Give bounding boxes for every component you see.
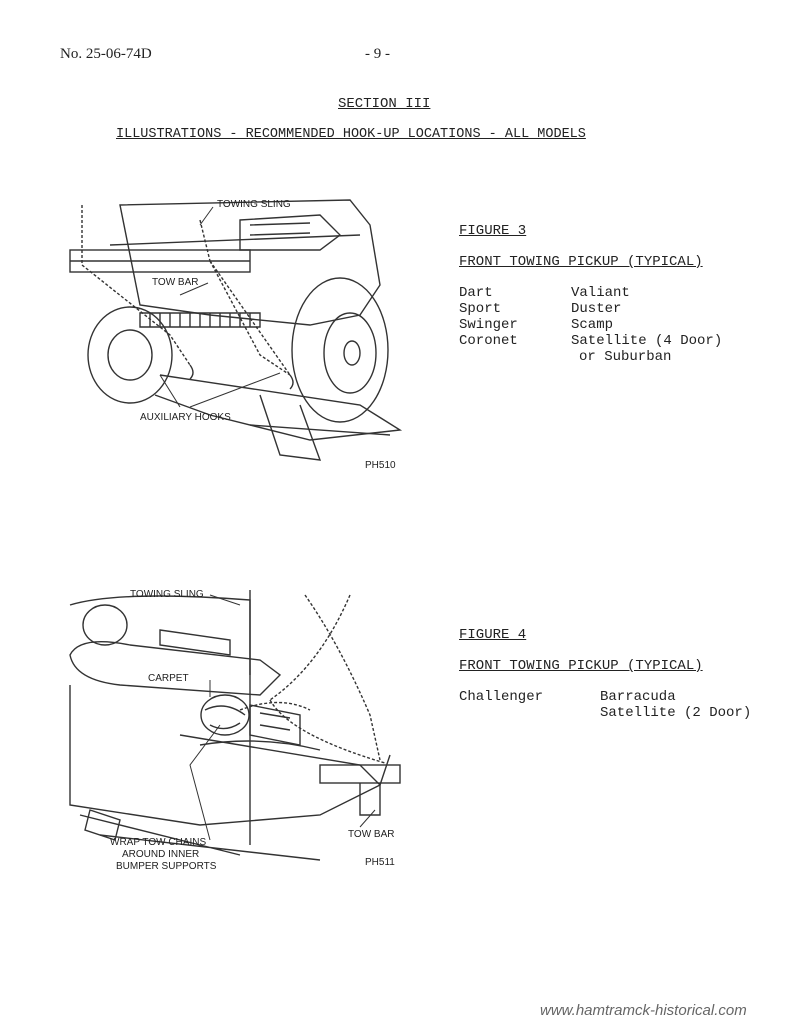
figure-4-heading: FIGURE 4 [459, 627, 527, 643]
fig3-model-right-2: Duster [571, 301, 622, 317]
fig3-model-left-4: Coronet [459, 333, 518, 349]
fig3-model-left-1: Dart [459, 285, 493, 301]
fig3-model-right-1: Valiant [571, 285, 630, 301]
figure-3-illustration: TOWING SLING TOW BAR AUXILIARY HOOKS PH5… [60, 195, 420, 485]
fig4-model-right-2: Satellite (2 Door) [600, 705, 752, 721]
fig3-model-right-3: Scamp [571, 317, 614, 333]
figure-3-drawing [69, 199, 403, 461]
fig3-towing-sling-label: TOWING SLING [217, 199, 291, 210]
fig3-model-left-2: Sport [459, 301, 502, 317]
figure-3-heading: FIGURE 3 [459, 223, 527, 239]
fig3-tow-bar-label: TOW BAR [152, 277, 199, 288]
fig3-auxiliary-hooks-label: AUXILIARY HOOKS [140, 412, 231, 423]
fig4-wrap-label-line2: AROUND INNER [122, 849, 200, 860]
fig4-wrap-label-line1: WRAP TOW CHAINS [110, 837, 207, 848]
figure-4-caption: FRONT TOWING PICKUP (TYPICAL) [459, 658, 703, 674]
fig4-model-left-1: Challenger [459, 689, 544, 705]
section-title: ILLUSTRATIONS - RECOMMENDED HOOK-UP LOCA… [116, 127, 586, 142]
fig4-wrap-label-line3: BUMPER SUPPORTS [116, 861, 217, 872]
fig4-model-right-1: Barracuda [600, 689, 676, 705]
section-label: SECTION III [338, 96, 431, 112]
figure-4-drawing [69, 590, 401, 861]
figure-4-illustration: TOWING SLING CARPET WRAP TOW CHAINS AROU… [60, 585, 420, 875]
fig3-model-right-4: Satellite (4 Door) [571, 333, 723, 349]
fig4-tow-bar-label: TOW BAR [348, 829, 395, 840]
page-number: - 9 - [365, 46, 390, 62]
footer-website: www.hamtramck-historical.com [540, 1002, 747, 1019]
fig3-model-left-3: Swinger [459, 317, 518, 333]
fig4-photo-id: PH511 [365, 857, 395, 868]
document-number: No. 25-06-74D [60, 46, 152, 62]
fig3-model-right-5: or Suburban [579, 349, 672, 365]
fig4-carpet-label: CARPET [148, 673, 189, 684]
fig3-photo-id: PH510 [365, 460, 396, 471]
fig4-towing-sling-label: TOWING SLING [130, 589, 204, 600]
figure-3-caption: FRONT TOWING PICKUP (TYPICAL) [459, 254, 703, 270]
